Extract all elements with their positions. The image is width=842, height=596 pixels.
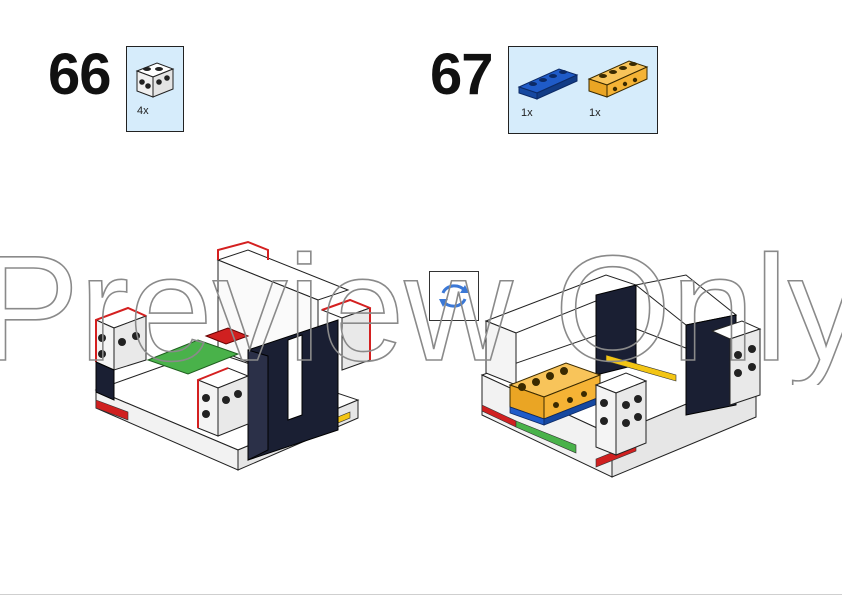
part-quantity: 1x xyxy=(521,107,533,119)
part-quantity: 1x xyxy=(589,107,601,119)
blue-plate-part-icon xyxy=(517,68,579,100)
parts-list-step-66: 4x xyxy=(126,46,184,132)
step-67-assembly-illustration xyxy=(480,274,762,478)
parts-list-step-67: 1x 1x xyxy=(508,46,658,134)
step-number-67: 67 xyxy=(430,42,494,107)
step-66-assembly-illustration xyxy=(94,240,372,471)
rotate-model-icon xyxy=(429,271,479,321)
white-brick-part-icon xyxy=(135,62,175,98)
yellow-technic-brick-part-icon xyxy=(587,60,649,98)
page-bottom-divider xyxy=(0,594,842,595)
part-quantity: 4x xyxy=(137,105,149,117)
step-number-66: 66 xyxy=(48,42,112,107)
